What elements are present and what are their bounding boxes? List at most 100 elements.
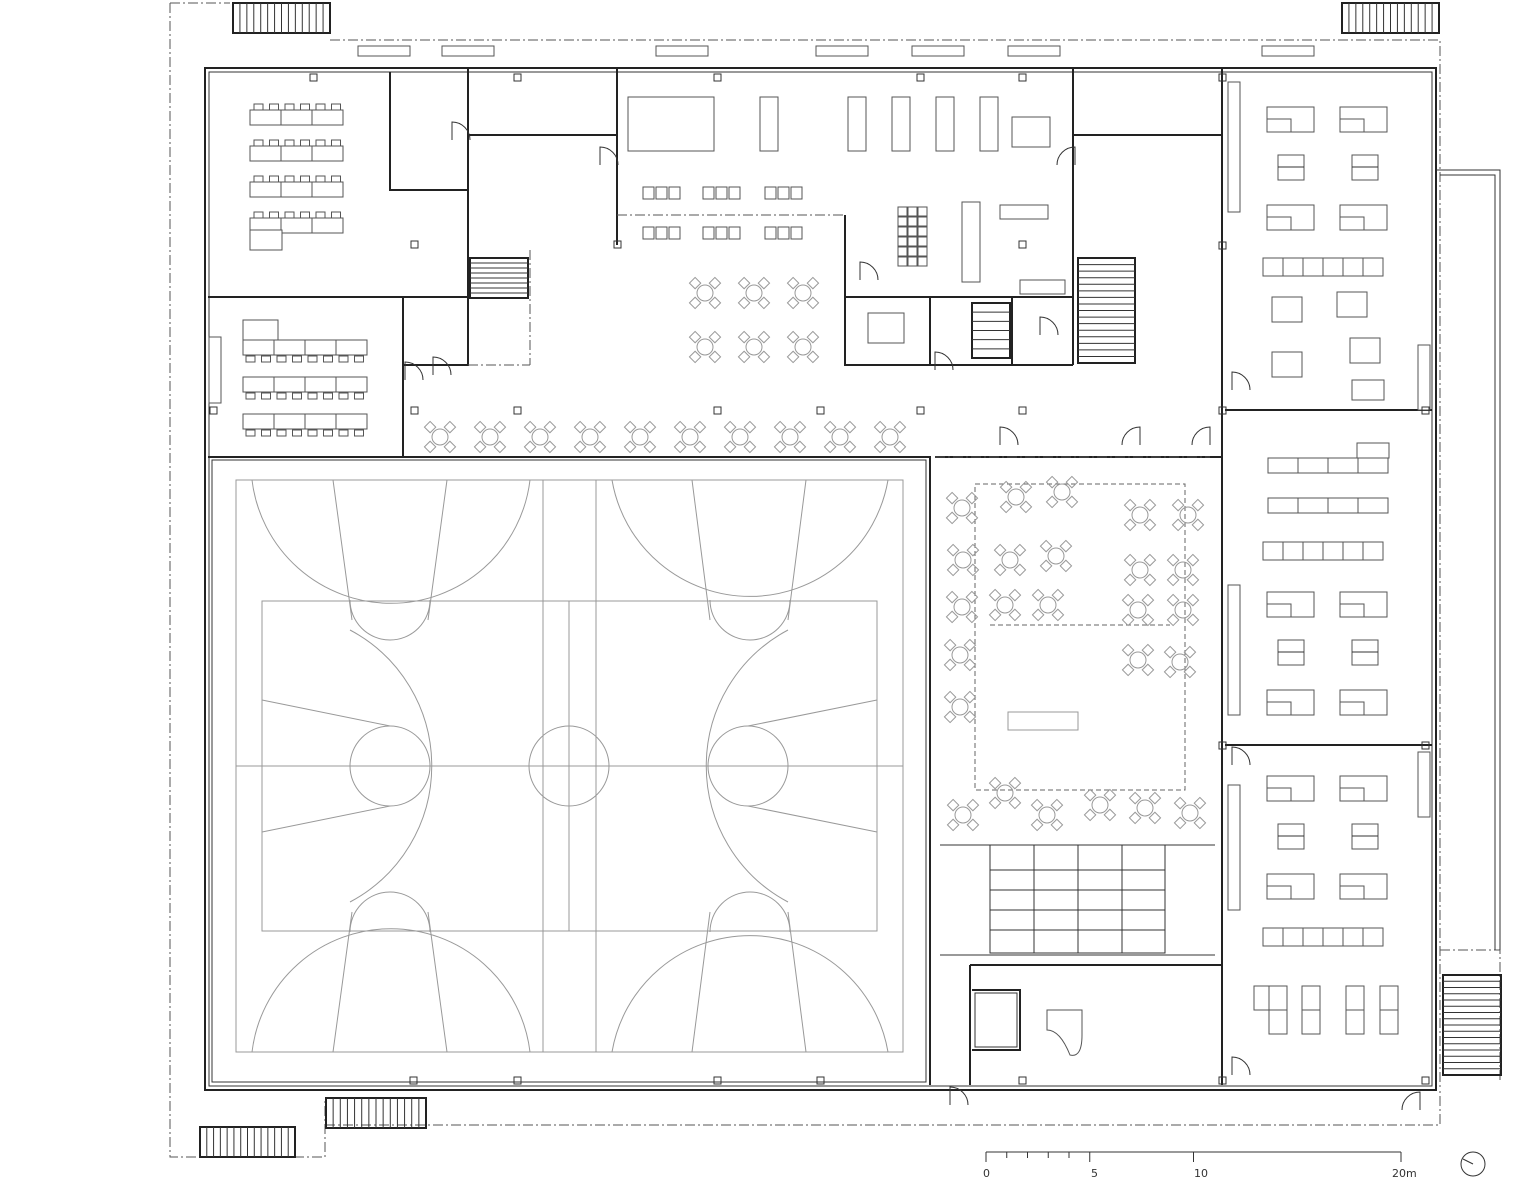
desk	[1357, 457, 1389, 474]
armchair	[790, 226, 803, 240]
chair	[966, 818, 980, 832]
shelf	[208, 336, 222, 404]
chair	[757, 330, 771, 344]
desk	[1266, 118, 1292, 133]
chair	[1059, 539, 1073, 553]
armchair	[655, 226, 668, 240]
desk	[1282, 541, 1304, 561]
chair	[1141, 613, 1155, 627]
round-table	[831, 428, 849, 446]
shelf	[1417, 751, 1431, 818]
chair	[1030, 798, 1044, 812]
chair	[688, 276, 702, 290]
chair	[963, 638, 977, 652]
desk	[311, 145, 344, 162]
chair	[1183, 645, 1197, 659]
chair	[966, 798, 980, 812]
chair	[1019, 500, 1033, 514]
desk	[907, 206, 918, 217]
scale-label-20: 20m	[1392, 1167, 1417, 1180]
chair	[1051, 588, 1065, 602]
armchair	[764, 226, 777, 240]
chair	[757, 276, 771, 290]
column	[916, 406, 925, 415]
door	[949, 1086, 969, 1106]
chair	[1143, 518, 1157, 532]
chair	[300, 211, 310, 219]
desk	[1282, 257, 1304, 277]
chair	[331, 103, 341, 111]
round-table	[1129, 651, 1147, 669]
chair	[623, 420, 637, 434]
round-table	[954, 806, 972, 824]
column	[1018, 73, 1027, 82]
chair	[943, 710, 957, 724]
armchair	[642, 186, 655, 200]
chair	[269, 103, 279, 111]
round-table	[953, 598, 971, 616]
bench	[815, 45, 869, 57]
desk	[897, 236, 908, 247]
chair	[284, 139, 295, 147]
table	[999, 204, 1049, 220]
chair	[708, 350, 722, 364]
column	[1218, 741, 1227, 750]
desk	[1345, 1009, 1365, 1035]
desk	[1302, 541, 1324, 561]
column	[713, 1076, 722, 1085]
chair	[473, 420, 487, 434]
chair	[1186, 553, 1200, 567]
desk	[242, 339, 275, 356]
chair	[963, 658, 977, 672]
armchair	[728, 186, 741, 200]
chair	[737, 350, 751, 364]
chair	[1008, 608, 1022, 622]
bleacher	[1007, 711, 1079, 731]
building-outer-wall	[204, 67, 1501, 1091]
armchair	[777, 186, 790, 200]
chair	[523, 440, 537, 454]
desk	[249, 229, 283, 251]
chair	[1045, 495, 1059, 509]
desk	[1262, 927, 1284, 947]
scale-label-0: 0	[983, 1167, 990, 1180]
column	[209, 406, 218, 415]
armchair	[668, 226, 681, 240]
desk	[1351, 379, 1385, 401]
chair	[423, 440, 437, 454]
chair	[1163, 665, 1177, 679]
chair	[693, 420, 707, 434]
chair	[643, 440, 657, 454]
desk	[1266, 603, 1292, 618]
chair	[1008, 588, 1022, 602]
chair	[1121, 593, 1135, 607]
chair	[493, 440, 507, 454]
chair	[773, 420, 787, 434]
desk	[280, 181, 313, 198]
chair	[1031, 608, 1045, 622]
chair	[643, 420, 657, 434]
chair	[1191, 498, 1205, 512]
desk	[917, 246, 928, 257]
desk	[897, 216, 908, 227]
chair	[269, 211, 279, 219]
round-table	[1039, 596, 1057, 614]
chair	[543, 420, 557, 434]
chair	[1013, 563, 1027, 577]
table	[627, 96, 715, 152]
sports-court	[211, 459, 927, 1083]
chair	[945, 511, 959, 525]
round-table	[481, 428, 499, 446]
interior-walls	[208, 68, 1432, 1085]
chair	[1148, 811, 1162, 825]
desk	[1266, 701, 1292, 716]
door	[999, 426, 1019, 446]
desk	[1339, 216, 1365, 231]
chair	[331, 211, 341, 219]
chair	[823, 440, 837, 454]
door	[432, 356, 452, 376]
column	[410, 406, 419, 415]
chair	[999, 480, 1013, 494]
chair	[688, 330, 702, 344]
chair	[593, 420, 607, 434]
